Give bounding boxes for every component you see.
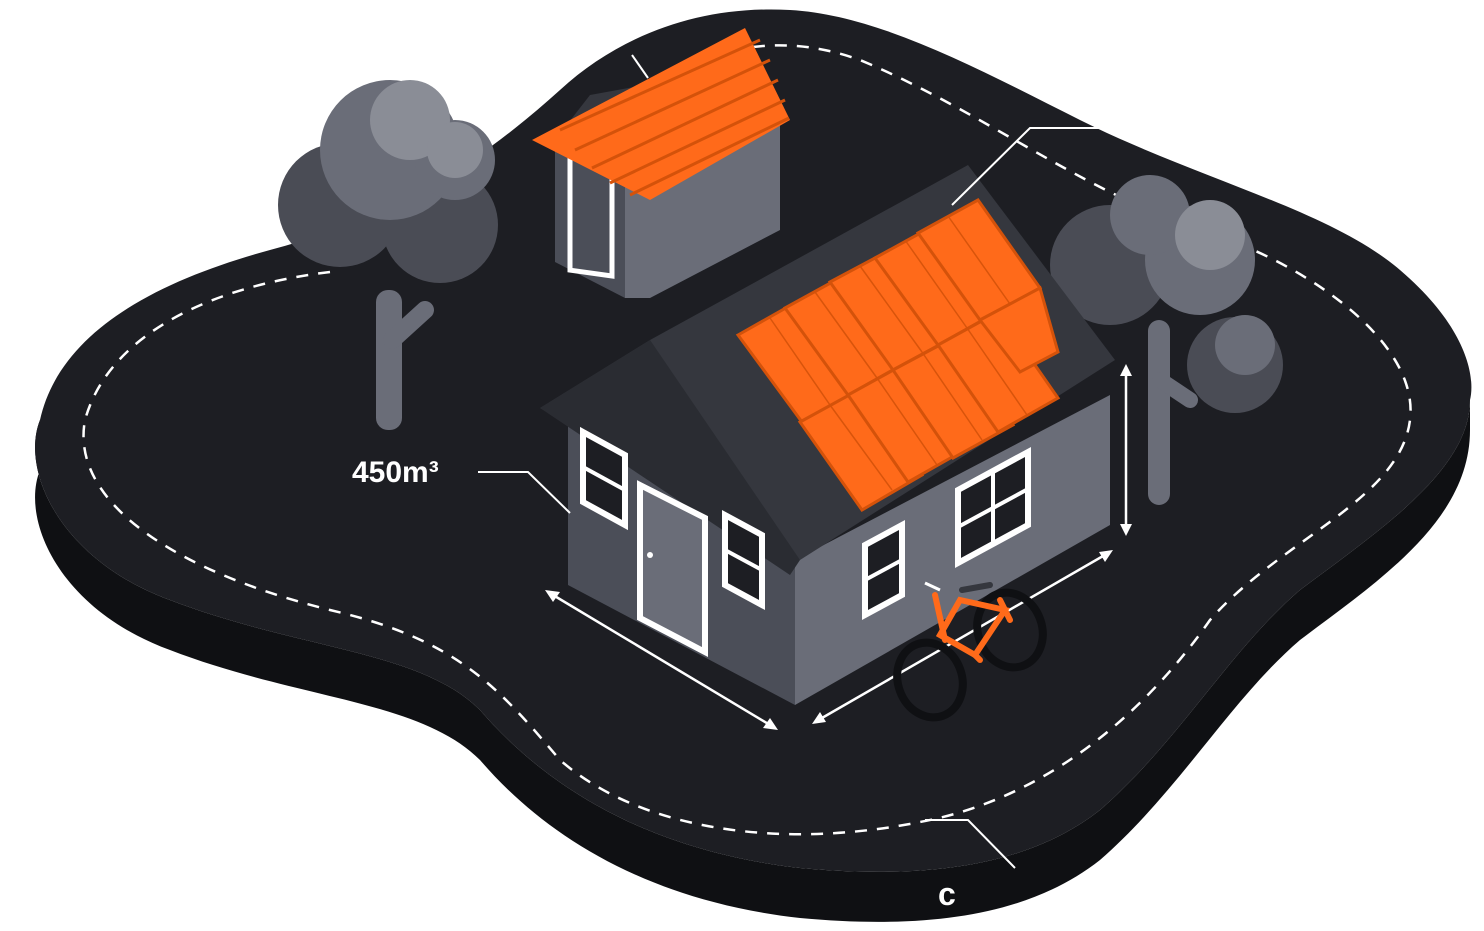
volume-label: 450m³ <box>352 456 439 489</box>
plot-area-label: c <box>938 876 956 912</box>
plot-callout-line <box>925 819 1016 869</box>
tree-left <box>278 80 498 430</box>
front-door <box>637 480 708 657</box>
volume-callout-line <box>478 471 571 514</box>
front-window-left <box>580 426 628 531</box>
dimension-arrows <box>545 364 1132 730</box>
side-window-large <box>955 446 1031 569</box>
shed <box>532 28 790 298</box>
side-window-small <box>862 519 905 621</box>
ground-edge <box>35 400 1470 922</box>
bicycle <box>893 581 1047 722</box>
house <box>540 127 1115 705</box>
tree-right <box>1050 175 1283 505</box>
front-window-right <box>722 509 765 611</box>
shed-roof <box>532 28 790 200</box>
